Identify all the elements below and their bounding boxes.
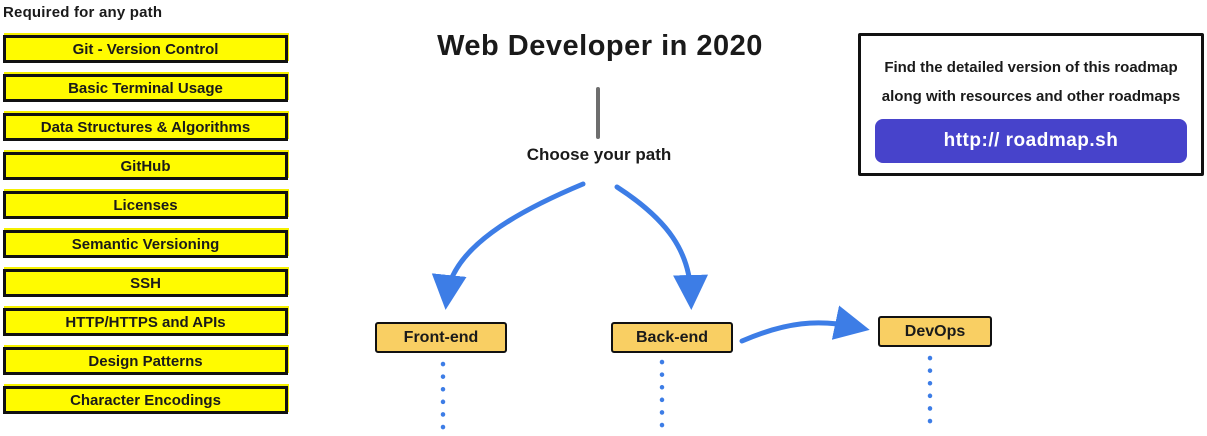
- path-node-backend[interactable]: Back-end: [611, 322, 733, 353]
- topic-character-encodings[interactable]: Character Encodings: [3, 386, 288, 414]
- arrow-to-backend: [614, 184, 709, 310]
- topic-git-version-control[interactable]: Git - Version Control: [3, 35, 288, 63]
- required-section-heading: Required for any path: [3, 4, 163, 21]
- path-node-frontend[interactable]: Front-end: [375, 322, 507, 353]
- info-line-2: along with resources and other roadmaps: [881, 88, 1181, 105]
- topic-design-patterns[interactable]: Design Patterns: [3, 347, 288, 375]
- topic-basic-terminal-usage[interactable]: Basic Terminal Usage: [3, 74, 288, 102]
- arrow-backend-to-devops: [739, 305, 870, 344]
- topic-semantic-versioning[interactable]: Semantic Versioning: [3, 230, 288, 258]
- topic-http-https-apis[interactable]: HTTP/HTTPS and APIs: [3, 308, 288, 336]
- path-node-devops[interactable]: DevOps: [878, 316, 992, 347]
- roadmap-info-box: Find the detailed version of this roadma…: [858, 33, 1204, 176]
- topic-licenses[interactable]: Licenses: [3, 191, 288, 219]
- arrow-to-frontend: [431, 181, 586, 310]
- topic-data-structures-algorithms[interactable]: Data Structures & Algorithms: [3, 113, 288, 141]
- roadmap-url-button[interactable]: http:// roadmap.sh: [875, 119, 1187, 163]
- page-title: Web Developer in 2020: [437, 30, 763, 62]
- topic-github[interactable]: GitHub: [3, 152, 288, 180]
- choose-path-label: Choose your path: [526, 145, 672, 164]
- required-topics-list: Git - Version Control Basic Terminal Usa…: [3, 35, 288, 414]
- topic-ssh[interactable]: SSH: [3, 269, 288, 297]
- info-line-1: Find the detailed version of this roadma…: [884, 59, 1178, 76]
